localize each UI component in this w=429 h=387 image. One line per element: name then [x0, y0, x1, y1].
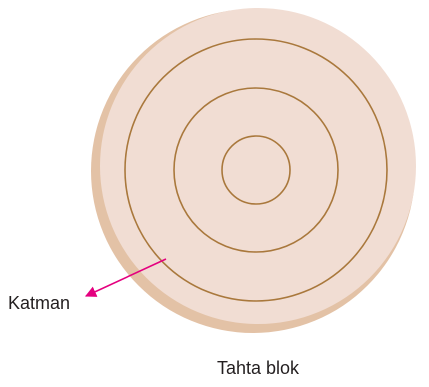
callout-label: Katman [8, 293, 70, 313]
wood-block-disc [91, 8, 416, 333]
diagram-caption: Tahta blok [217, 358, 300, 378]
disc-face [100, 8, 416, 324]
